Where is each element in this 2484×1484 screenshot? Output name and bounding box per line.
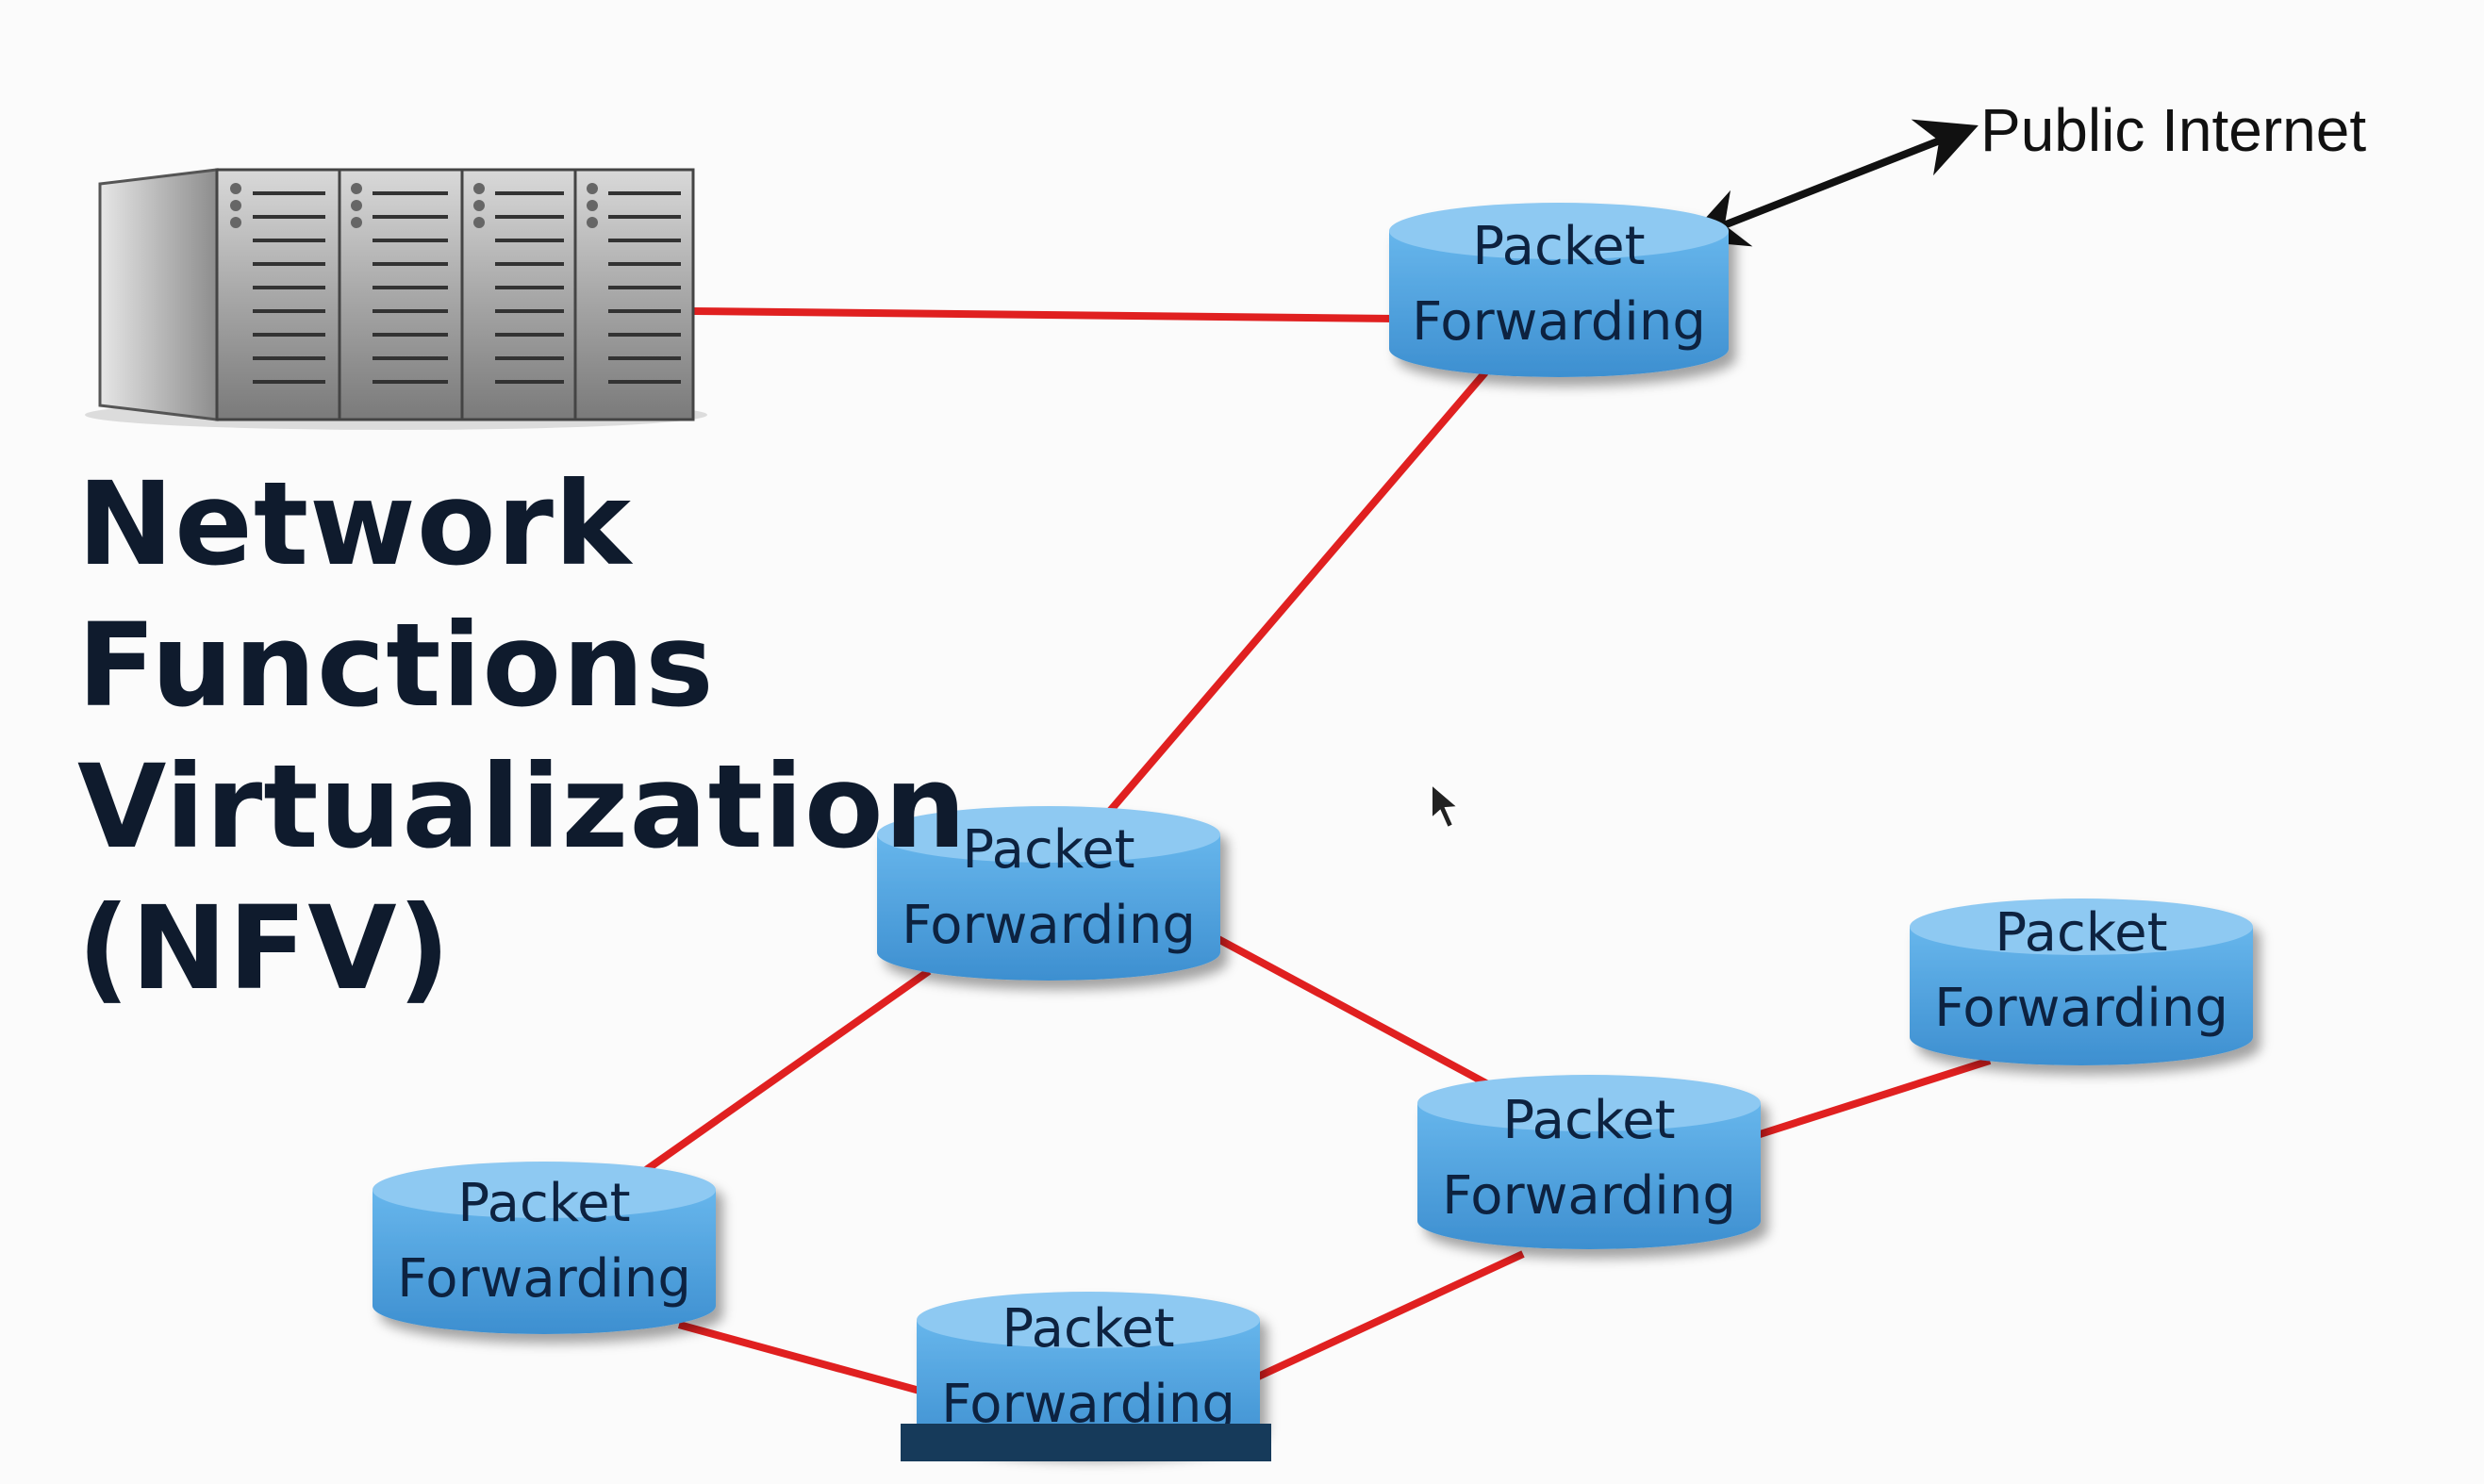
node-n3: Packet Forwarding <box>1910 899 2253 1065</box>
links <box>624 307 1992 1394</box>
public-internet-label: Public Internet <box>1980 96 2366 164</box>
node-n3-line1: Packet <box>1995 902 2167 964</box>
link-n5-n3 <box>1752 1057 1992 1140</box>
node-n6-line1: Packet <box>1002 1298 1174 1360</box>
cursor-icon <box>1431 782 1461 830</box>
node-n2-line2: Forwarding <box>902 895 1196 956</box>
node-n3-line2: Forwarding <box>1934 978 2228 1039</box>
server-rack-icon <box>85 168 707 430</box>
title-line-3: Virtualization <box>77 740 968 874</box>
node-n2-line1: Packet <box>962 819 1134 881</box>
node-n4-line2: Forwarding <box>397 1248 691 1310</box>
node-n5-line2: Forwarding <box>1442 1165 1736 1227</box>
link-n6-n5 <box>1252 1250 1525 1382</box>
title-line-4: (NFV) <box>77 882 452 1015</box>
internet-arrow <box>1685 119 1979 247</box>
node-n5: Packet Forwarding <box>1417 1075 1761 1249</box>
node-n4-line1: Packet <box>457 1173 630 1234</box>
node-n5-line1: Packet <box>1502 1090 1675 1151</box>
bottom-strip <box>901 1424 1271 1461</box>
link-n2-n4 <box>624 967 932 1187</box>
node-n2: Packet Forwarding <box>877 806 1220 981</box>
link-n1-n2 <box>1090 370 1489 833</box>
node-n1: Packet Forwarding <box>1389 203 1729 377</box>
node-n1-line2: Forwarding <box>1412 291 1706 353</box>
node-n1-line1: Packet <box>1472 216 1645 277</box>
node-n4: Packet Forwarding <box>373 1162 716 1334</box>
title-line-2: Functions <box>77 599 715 733</box>
link-n4-n6 <box>677 1321 921 1394</box>
title-line-1: Network <box>77 457 632 591</box>
link-n2-n5 <box>1215 934 1511 1099</box>
link-servers-n1 <box>692 307 1397 322</box>
